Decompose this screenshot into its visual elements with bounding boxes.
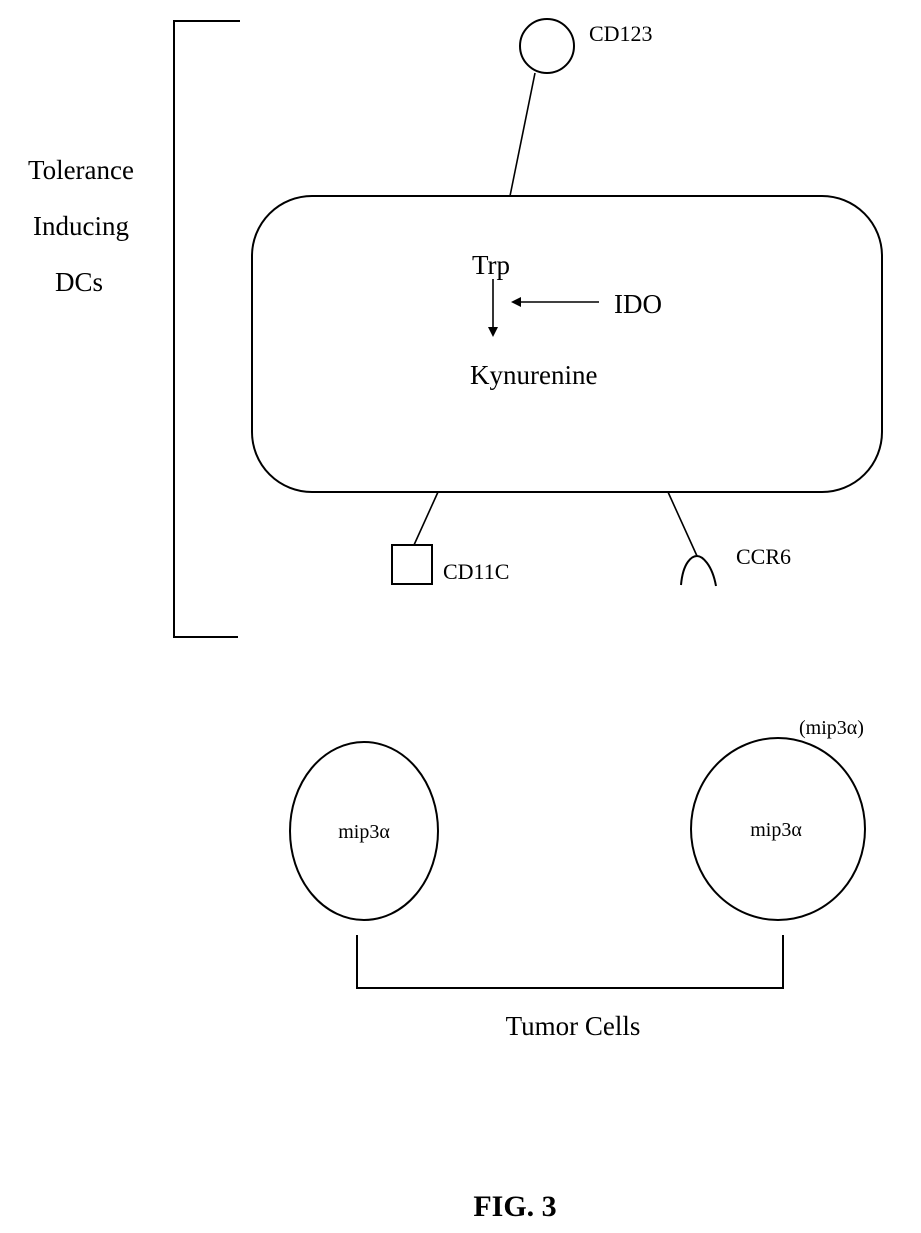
enzyme-label: IDO bbox=[614, 289, 662, 319]
product-label: Kynurenine bbox=[470, 360, 597, 390]
group-label-line-2: Inducing bbox=[33, 211, 129, 241]
cd11c-stalk bbox=[414, 492, 438, 545]
cd123-receptor-shape bbox=[520, 19, 574, 73]
cd11c-label: CD11C bbox=[443, 559, 509, 584]
dendritic-cell-body bbox=[252, 196, 882, 492]
ccr6-receptor-shape bbox=[681, 556, 716, 586]
cd11c-receptor-shape bbox=[392, 545, 432, 584]
ccr6-stalk bbox=[668, 492, 697, 556]
tumor-cells-label: Tumor Cells bbox=[506, 1011, 641, 1041]
secreted-chemokine-label: (mip3α) bbox=[799, 717, 864, 739]
tumor-cell-right-label: mip3α bbox=[750, 819, 802, 841]
tumor-cell-left-label: mip3α bbox=[338, 821, 390, 843]
group-bracket bbox=[174, 21, 240, 637]
figure-caption: FIG. 3 bbox=[473, 1190, 556, 1223]
group-label-line-3: DCs bbox=[55, 267, 103, 297]
cd123-stalk bbox=[510, 73, 535, 196]
substrate-label: Trp bbox=[472, 250, 510, 280]
cd123-label: CD123 bbox=[589, 21, 653, 46]
group-label-line-1: Tolerance bbox=[28, 155, 134, 185]
tumor-cells-bracket bbox=[357, 935, 783, 988]
ccr6-label: CCR6 bbox=[736, 544, 791, 569]
